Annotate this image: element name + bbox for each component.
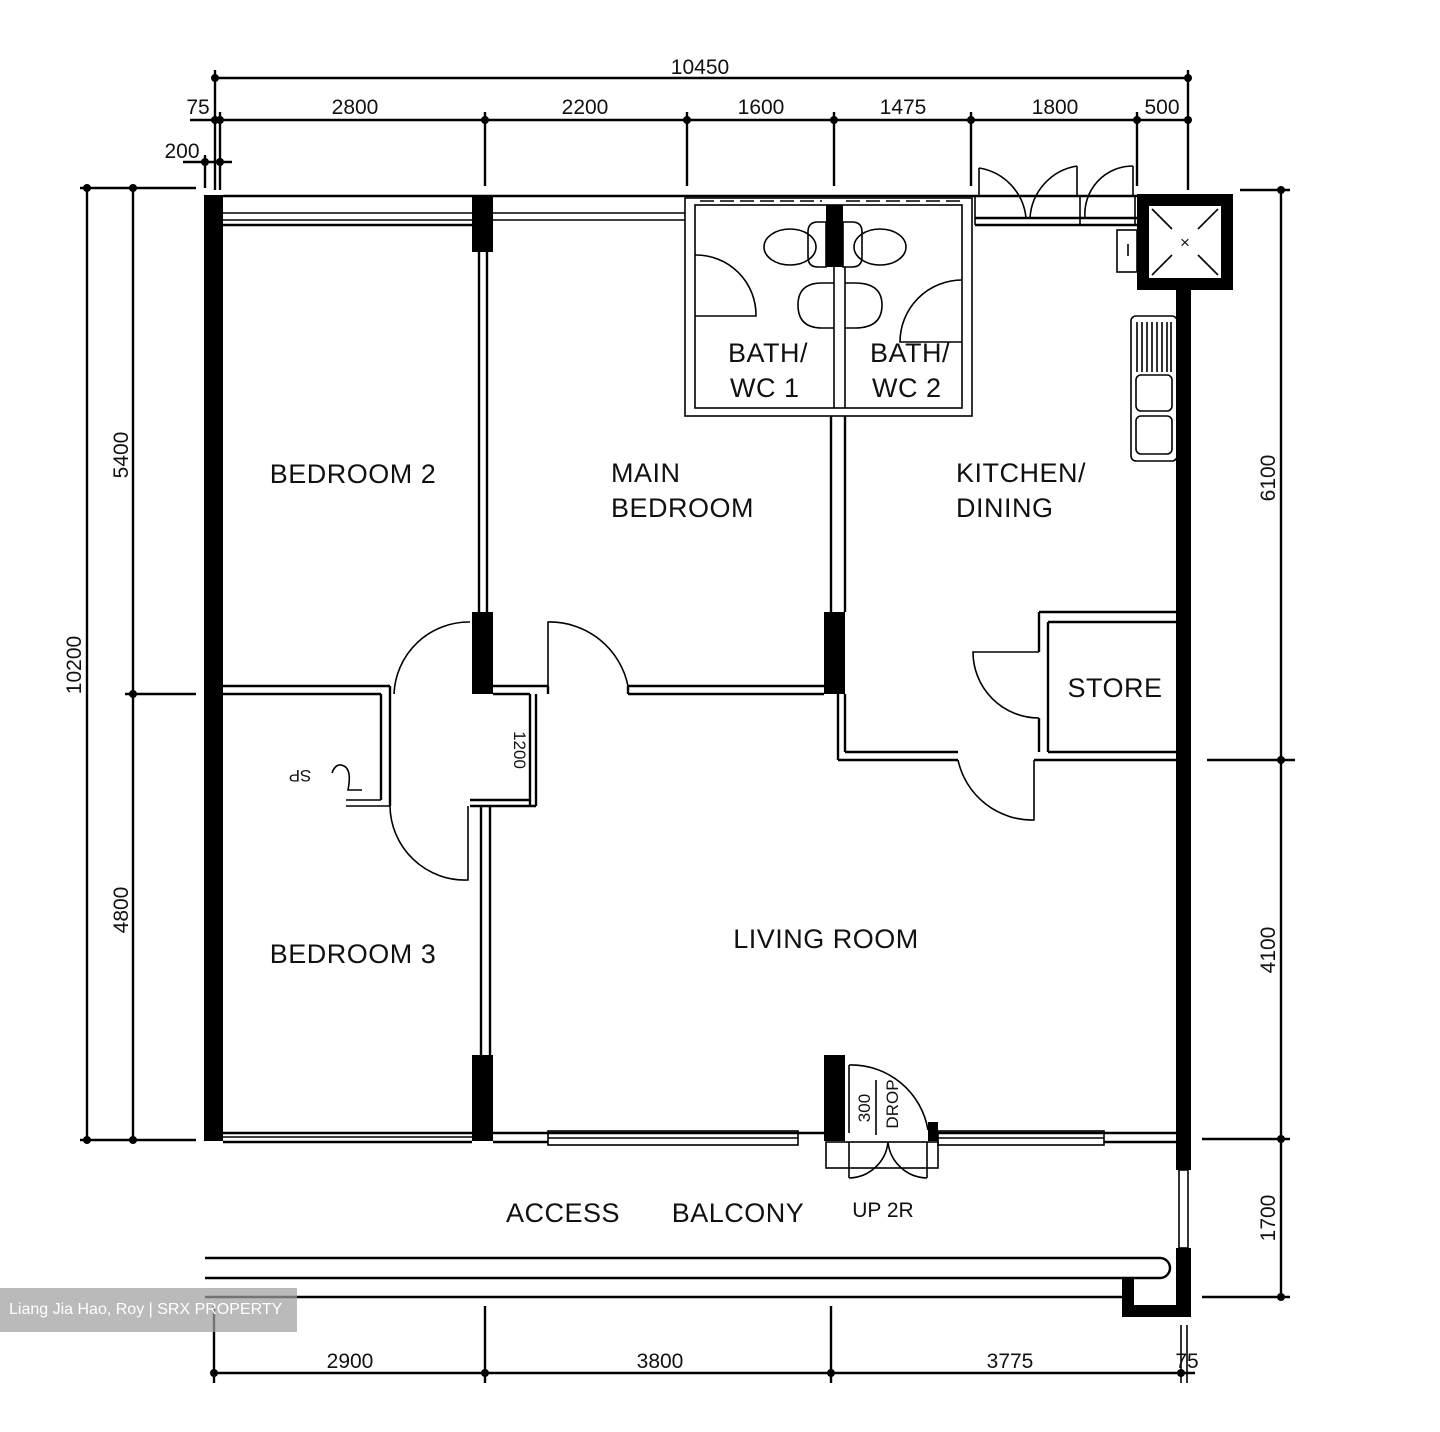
dim-top-1800: 1800: [1032, 96, 1079, 119]
annotation-drop-label: DROP: [883, 1079, 902, 1128]
dim-bottom-3775: 3775: [987, 1350, 1034, 1373]
room-label-access: ACCESS: [506, 1198, 620, 1228]
room-label-kitchen-line1: KITCHEN/: [956, 458, 1086, 488]
dim-top-1600: 1600: [738, 96, 785, 119]
right-dimension-lines: [1202, 186, 1295, 1301]
annotation-opening-mark: 1200: [510, 731, 529, 769]
sanitary-fixtures: [331, 221, 1178, 791]
room-label-living-room: LIVING ROOM: [733, 924, 919, 954]
room-label-main-bedroom-line2: BEDROOM: [611, 493, 754, 523]
annotation-shelf-mark: SP: [289, 766, 312, 785]
chute-x-mark: ×: [1180, 233, 1190, 252]
room-label-bath-wc-1-line2: WC 1: [730, 373, 800, 403]
top-dimension-lines: [183, 70, 1192, 190]
room-label-balcony: BALCONY: [672, 1198, 805, 1228]
room-label-bedroom-3: BEDROOM 3: [270, 939, 437, 969]
dim-top-2800: 2800: [332, 96, 379, 119]
annotation-drop-value: 300: [855, 1094, 874, 1122]
annotation-up-2r: UP 2R: [852, 1199, 913, 1222]
room-label-bath-wc-1-line1: BATH/: [728, 338, 808, 368]
dim-left-overall: 10200: [63, 636, 86, 694]
dim-bottom-2900: 2900: [327, 1350, 374, 1373]
structural-walls: ×: [204, 165, 1233, 1317]
dim-top-75: 75: [186, 96, 209, 119]
dim-top-500: 500: [1144, 96, 1179, 119]
dim-top-overall: 10450: [671, 56, 729, 79]
door-swings: [389, 254, 1040, 1179]
room-label-store: STORE: [1067, 673, 1162, 703]
dim-left-4800: 4800: [110, 887, 133, 934]
room-label-bedroom-2: BEDROOM 2: [270, 459, 437, 489]
room-label-bath-wc-2-line1: BATH/: [870, 338, 950, 368]
dim-right-6100: 6100: [1257, 455, 1280, 502]
dim-top-offset-200: 200: [164, 140, 199, 163]
left-dimension-lines: [80, 184, 196, 1144]
dim-bottom-3800: 3800: [637, 1350, 684, 1373]
room-label-bath-wc-2-line2: WC 2: [872, 373, 942, 403]
dim-top-2200: 2200: [562, 96, 609, 119]
dim-bottom-75: 75: [1175, 1350, 1198, 1373]
room-label-main-bedroom-line1: MAIN: [611, 458, 681, 488]
dim-left-5400: 5400: [110, 432, 133, 479]
dim-top-1475: 1475: [880, 96, 927, 119]
dim-right-1700: 1700: [1257, 1195, 1280, 1242]
room-label-kitchen-line2: DINING: [956, 493, 1054, 523]
dim-right-4100: 4100: [1257, 927, 1280, 974]
watermark-label: Liang Jia Hao, Roy | SRX PROPERTY: [0, 1288, 297, 1332]
